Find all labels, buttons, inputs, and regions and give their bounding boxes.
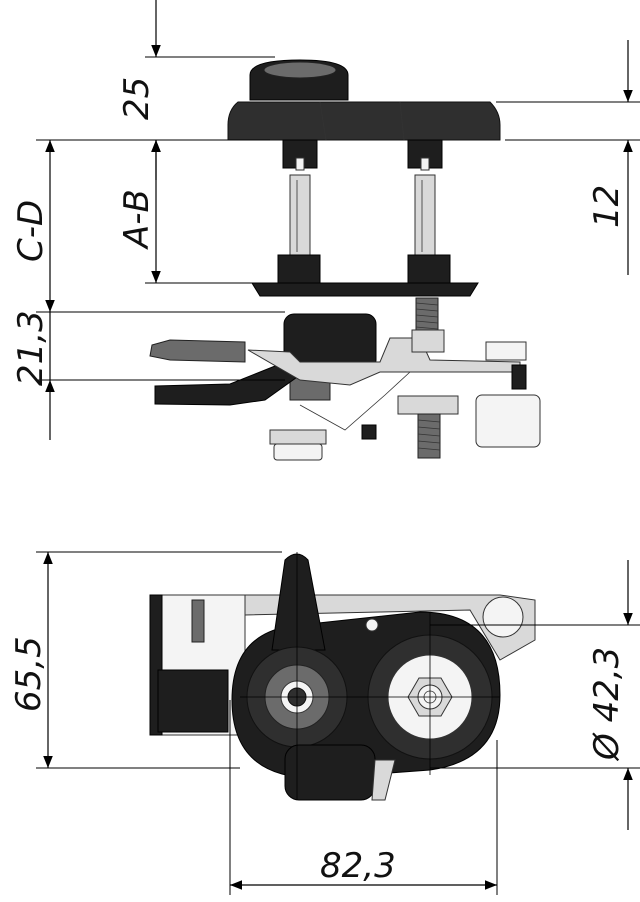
dim-21-3: 21,3 [11,310,51,386]
dim-82-3: 82,3 [320,846,396,886]
knob-cap [263,61,337,79]
dim-65-5: 65,5 [9,636,49,712]
base-plate [251,282,479,297]
housing [227,101,501,141]
front-handle [271,553,326,651]
dim-diameter-42-3: Ø 42,3 [587,647,627,762]
dim-a-b: A-B [117,189,157,250]
dim-c-d: C-D [11,200,51,262]
shaft-left [289,174,311,256]
lever [149,339,246,363]
dim-12: 12 [587,185,627,228]
front-view [149,553,536,801]
dim-25: 25 [117,77,157,120]
side-view [149,59,541,461]
roller [475,394,541,448]
shaft-right [414,174,436,256]
dimension-labels: 25 A-B C-D 21,3 12 65,5 Ø 42,3 82,3 [9,77,627,886]
dimension-lines [36,0,640,895]
